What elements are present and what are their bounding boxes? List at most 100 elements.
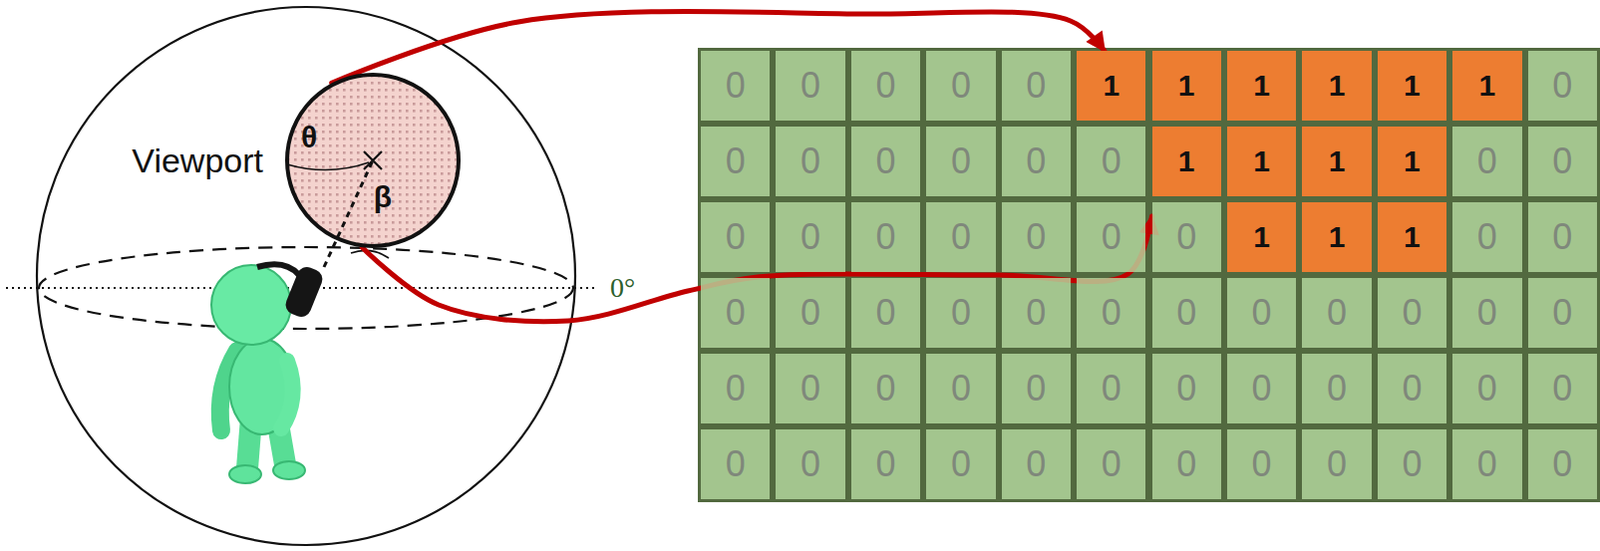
tile-cell: 0 (1528, 126, 1598, 197)
tile-value: 0 (1025, 370, 1046, 407)
tile-cell: 0 (851, 202, 921, 273)
tile-cell: 0 (1076, 278, 1146, 348)
tile-cell: 0 (926, 202, 995, 273)
viewer-torso (229, 338, 296, 435)
tile-cell: 0 (1301, 278, 1371, 348)
tile-value: 0 (1552, 295, 1573, 331)
tile-value: 0 (951, 143, 971, 180)
tile-value: 0 (800, 67, 821, 104)
tile-cell: 1 (1227, 50, 1296, 121)
tile-value: 0 (1552, 67, 1573, 104)
tile-cell: 0 (1528, 429, 1598, 500)
viewer-figure (211, 264, 325, 484)
tile-value: 0 (876, 143, 897, 180)
tile-cell: 1 (1152, 50, 1222, 121)
tile-cell: 0 (926, 126, 995, 197)
tile-value: 0 (1025, 295, 1046, 331)
tile-cell: 0 (1076, 353, 1146, 424)
tile-cell: 1 (1301, 50, 1371, 121)
tile-value: 0 (1025, 219, 1046, 256)
tile-value: 1 (1403, 70, 1421, 101)
tile-cell: 1 (1377, 202, 1447, 273)
tile-value: 0 (951, 446, 971, 483)
tile-value: 0 (1401, 446, 1422, 483)
tile-value: 0 (725, 446, 746, 483)
tile-value: 0 (1326, 295, 1347, 331)
tile-value: 0 (1176, 446, 1197, 483)
tile-value: 0 (951, 67, 971, 104)
tile-value: 1 (1253, 70, 1271, 101)
tile-cell: 0 (851, 278, 921, 348)
angle-arc (350, 250, 389, 259)
tile-value: 0 (876, 370, 897, 407)
tile-cell: 0 (775, 126, 845, 197)
tile-cell: 1 (1076, 50, 1146, 121)
tile-value: 0 (1326, 370, 1347, 407)
tile-value: 0 (1477, 370, 1498, 407)
tile-cell: 0 (1377, 429, 1447, 500)
tile-cell: 0 (851, 50, 921, 121)
tile-cell: 0 (1528, 353, 1598, 424)
tile-cell: 1 (1152, 126, 1222, 197)
tile-value: 0 (1101, 446, 1122, 483)
angle-symbol: θ (301, 122, 318, 153)
tile-value: 0 (876, 446, 897, 483)
tile-cell: 0 (926, 50, 995, 121)
tile-cell: 0 (1377, 353, 1447, 424)
tile-value: 0 (1176, 295, 1197, 331)
tile-value: 0 (800, 295, 821, 331)
tile-value: 0 (1025, 143, 1046, 180)
viewport-fill (287, 74, 459, 247)
tile-cell: 0 (1001, 50, 1071, 121)
tile-value: 0 (1101, 370, 1122, 407)
tile-cell: 1 (1377, 126, 1447, 197)
tile-cell: 0 (926, 278, 995, 348)
tile-cell: 0 (1001, 429, 1071, 500)
tile-cell: 0 (1452, 278, 1522, 348)
tile-value: 0 (1552, 219, 1573, 256)
horizon-angle: 0° (610, 274, 636, 303)
tile-value: 0 (725, 295, 746, 331)
tile-cell: 0 (1227, 429, 1296, 500)
tile-cell: 0 (1001, 278, 1071, 348)
tile-value: 0 (725, 67, 746, 104)
tile-cell: 0 (1076, 202, 1146, 273)
viewport-outline (285, 72, 461, 249)
tile-grid-backdrop (697, 47, 1600, 503)
tile-value: 0 (725, 219, 746, 256)
tile-value: 0 (800, 370, 821, 407)
tile-cell: 0 (1452, 202, 1522, 273)
tile-cell: 0 (1001, 353, 1071, 424)
viewport-center-cross (363, 151, 382, 170)
headset (283, 264, 326, 320)
tile-cell: 0 (1528, 50, 1598, 121)
tile-value: 1 (1178, 70, 1196, 101)
tile-value: 0 (1025, 67, 1046, 104)
tile-cell: 0 (775, 353, 845, 424)
tile-cell: 0 (775, 202, 845, 273)
headset-strap (257, 264, 300, 276)
tile-cell: 0 (1452, 429, 1522, 500)
tile-value: 0 (800, 219, 821, 256)
tile-value: 0 (1252, 446, 1273, 483)
tile-cell: 0 (775, 429, 845, 500)
tile-value: 0 (1552, 143, 1573, 180)
tile-cell: 0 (700, 429, 770, 500)
viewport-circle: Viewportθβ (285, 72, 461, 249)
tile-value: 0 (1101, 219, 1122, 256)
tile-cell: 0 (1076, 126, 1146, 197)
tile-cell: 0 (700, 202, 770, 273)
view-sphere (36, 6, 576, 546)
tile-value: 1 (1253, 222, 1271, 253)
tile-value: 0 (1176, 219, 1197, 256)
tile-cell: 0 (775, 278, 845, 348)
tile-cell: 0 (851, 429, 921, 500)
tile-value: 0 (876, 67, 897, 104)
tile-cell: 0 (1227, 353, 1296, 424)
tile-value: 0 (1252, 295, 1273, 331)
tile-cell: 0 (926, 429, 995, 500)
tile-value: 0 (951, 295, 971, 331)
tile-cell: 1 (1227, 202, 1296, 273)
tile-value: 1 (1328, 222, 1346, 253)
tile-value: 1 (1403, 222, 1421, 253)
